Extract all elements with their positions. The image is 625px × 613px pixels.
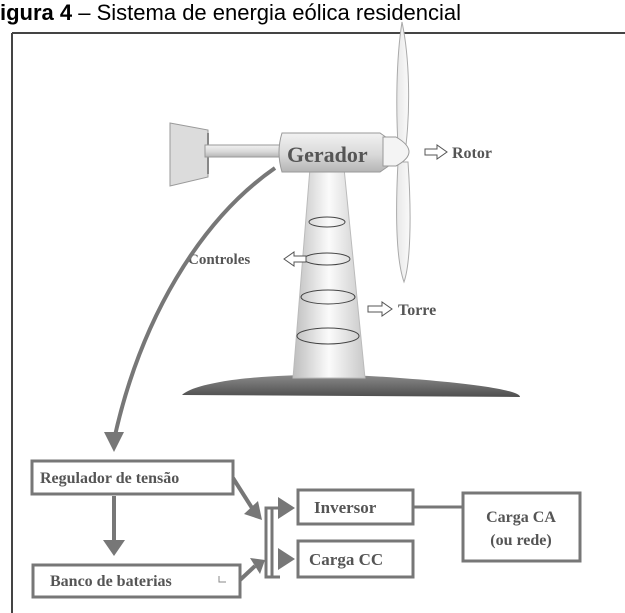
rotor-blade-top (396, 21, 410, 146)
tower (292, 167, 366, 379)
voltage-regulator-label: Regulador de tensão (40, 470, 179, 487)
inverter-label: Inversor (314, 498, 377, 517)
controls-arrow-icon (283, 251, 307, 267)
to-inverter-arrow-icon (278, 497, 295, 519)
dc-load-label: Carga CC (309, 550, 383, 569)
power-cable (112, 166, 277, 441)
battery-to-junction-line (238, 564, 257, 582)
battery-to-junction-arrow-icon (250, 558, 265, 574)
ac-load-box (461, 491, 582, 563)
rotor-blade-bottom (396, 161, 411, 284)
ac-load-label-line2: (ou rede) (490, 532, 551, 549)
battery-bank-box (31, 563, 242, 599)
controls-label: Controles (188, 252, 250, 268)
battery-bank-label: Banco de baterias (50, 573, 172, 590)
rotor-label: Rotor (452, 145, 492, 162)
caption-separator: – (72, 0, 97, 25)
figure-number: igura 4 (0, 0, 73, 25)
tail-boom (204, 144, 283, 158)
regulator-to-junction-line (231, 476, 254, 510)
regulator-to-junction-arrow-icon (244, 501, 262, 520)
tower-label: Torre (398, 302, 436, 319)
rotor-hub (382, 136, 410, 167)
figure-caption: igura 4 – Sistema de energia eólica resi… (0, 0, 625, 26)
ac-load-label-line1: Carga CA (486, 509, 556, 526)
regulator-to-battery-arrow-icon (103, 540, 125, 556)
battery-mark-icon (218, 576, 226, 583)
voltage-regulator-box (30, 459, 235, 496)
figure-title: Sistema de energia eólica residencial (96, 0, 462, 25)
cable-arrow-icon (104, 432, 124, 452)
tower-arrow-icon (367, 301, 393, 317)
to-dc-load-arrow-icon (278, 548, 295, 570)
dc-load-box (296, 539, 415, 579)
ground (182, 374, 520, 397)
rotor-arrow-icon (424, 144, 448, 160)
generator-label: Gerador (287, 142, 368, 167)
tail-vane (169, 122, 209, 187)
